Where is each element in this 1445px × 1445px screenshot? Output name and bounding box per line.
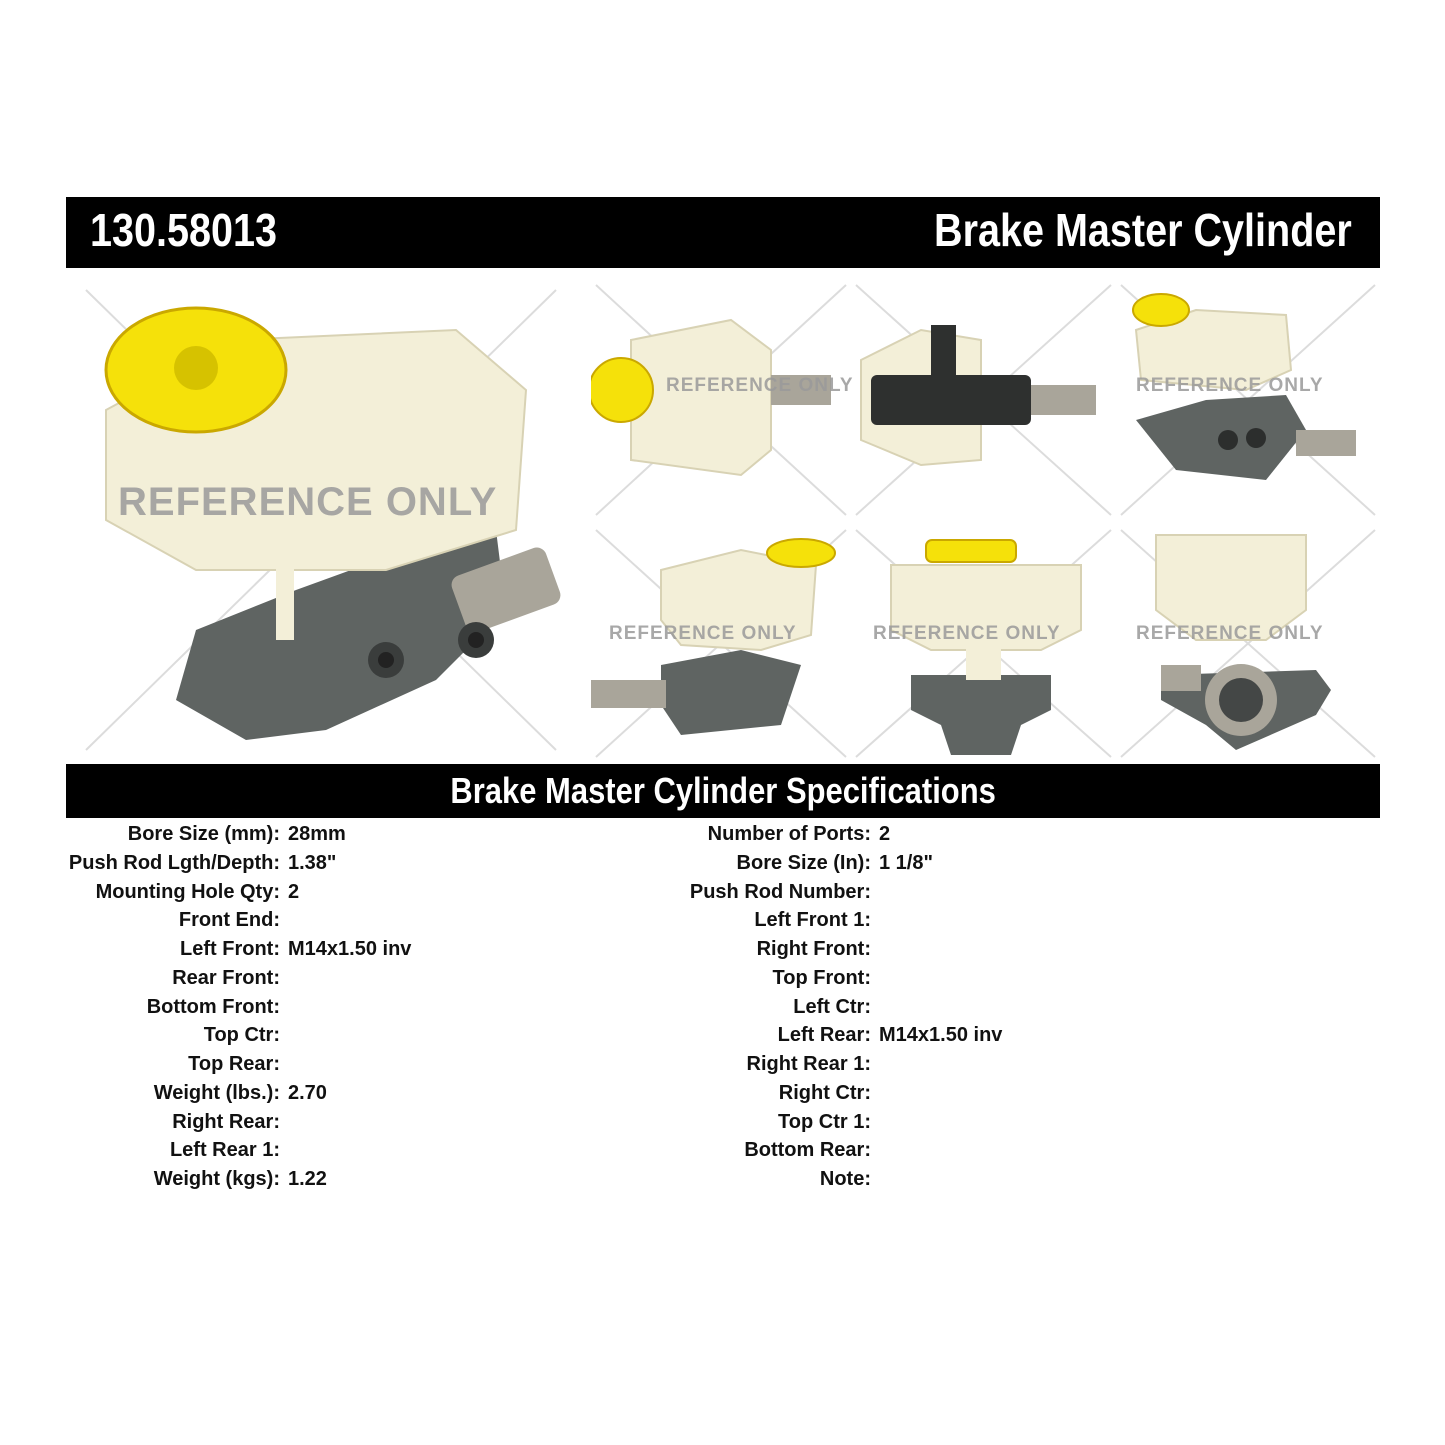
spec-row: Note: [0,1168,871,1197]
spec-row: Top Ctr: [0,1024,280,1053]
spec-label: Top Ctr: [203,1024,280,1047]
spec-label: Push Rod Lgth/Depth: [68,851,280,874]
spec-section-title: Brake Master Cylinder Specifications [450,770,996,811]
spec-label: Mounting Hole Qty: [95,880,280,903]
spec-row: Top Rear: [0,1053,280,1082]
spec-row: Right Rear: [0,1111,280,1140]
spec-row: Weight (kgs): 1.22 [0,1168,327,1197]
spec-label: Top Front: [772,966,871,989]
spec-row: Rear Front: [0,967,280,996]
product-photo-gallery: REFERENCE ONLY REFERENCE ONLY REFERENCE … [66,270,1380,762]
spec-label: Number of Ports: [707,823,871,845]
spec-value: 2 [288,880,300,903]
part-number: 130.58013 [90,204,278,256]
spec-value: 1.22 [288,1168,327,1190]
spec-row: Front End: [0,909,280,938]
watermark-photo-5: REFERENCE ONLY [609,623,797,644]
spec-row: Left Ctr: [0,996,871,1025]
spec-row: Left Rear 1: [0,1139,280,1168]
spec-row: Push Rod Number: [0,881,871,910]
header-bar: 130.58013 Brake Master Cylinder [66,197,1380,268]
spec-label: Front End: [178,909,280,932]
spec-label: Weight (lbs.): [153,1081,280,1104]
spec-label: Top Rear: [188,1053,280,1075]
watermark-photo-7: REFERENCE ONLY [1136,623,1324,644]
spec-label: Right Rear: [172,1110,280,1133]
spec-label: Bottom Rear: [744,1139,871,1162]
spec-row: Number of Ports: 2 [0,823,890,852]
product-photo-angle-rear [1116,280,1380,520]
spec-label: Bore Size (In): [736,851,871,874]
spec-row: Push Rod Lgth/Depth: 1.38" [0,851,337,881]
watermark-photo-6: REFERENCE ONLY [873,623,1061,644]
spec-section-header: Brake Master Cylinder Specifications [66,764,1380,818]
spec-value: M14x1.50 inv [288,938,412,960]
spec-label: Left Ctr: [793,995,871,1018]
spec-row: Bottom Front: [0,996,280,1025]
spec-label: Rear Front: [172,966,280,989]
spec-row: Top Front: [0,967,871,996]
spec-label: Right Front: [756,938,871,960]
spec-label: Bottom Front: [146,995,280,1018]
spec-label: Right Ctr: [778,1081,871,1104]
product-photo-side [591,280,851,520]
product-photo-angle-front [591,525,851,762]
spec-label: Right Rear 1: [746,1053,871,1075]
product-photo-rear [1116,525,1380,762]
spec-row: Mounting Hole Qty: 2 [0,880,300,910]
spec-row: Bore Size (mm): 28mm [0,823,346,852]
spec-row: Right Front: [0,938,871,967]
spec-row: Bore Size (In): 1 1/8" [0,851,933,881]
spec-label: Left Front 1: [754,909,871,932]
spec-row: Bottom Rear: [0,1139,871,1168]
spec-row: Right Ctr: [0,1082,871,1111]
spec-value: 1 1/8" [879,851,933,874]
spec-value: M14x1.50 inv [879,1024,1003,1047]
spec-label: Push Rod Number: [689,880,871,903]
product-photo-top [851,280,1116,520]
watermark-photo-4: REFERENCE ONLY [1136,375,1324,396]
spec-row: Left Rear: M14x1.50 inv [0,1024,1003,1053]
spec-value: 2.70 [288,1081,327,1104]
spec-row: Left Front: M14x1.50 inv [0,938,411,967]
product-photo-front [851,525,1116,762]
spec-row: Right Rear 1: [0,1053,871,1082]
spec-row: Weight (lbs.): 2.70 [0,1081,327,1111]
spec-label: Left Rear: [777,1024,871,1047]
spec-label: Note: [819,1168,871,1190]
spec-label: Top Ctr 1: [778,1110,871,1133]
watermark-main: REFERENCE ONLY [118,480,498,524]
spec-label: Weight (kgs): [153,1168,280,1190]
spec-label: Left Front: [180,938,280,960]
spec-label: Bore Size (mm): [127,823,280,845]
spec-value: 1.38" [288,851,337,874]
spec-value: 2 [879,823,891,845]
spec-row: Left Front 1: [0,909,871,938]
spec-label: Left Rear 1: [169,1139,280,1162]
spec-value: 28mm [288,823,346,845]
main-product-photo [76,280,566,760]
spec-row: Top Ctr 1: [0,1111,871,1140]
product-title: Brake Master Cylinder [934,204,1352,256]
watermark-photo-2: REFERENCE ONLY [666,375,854,396]
